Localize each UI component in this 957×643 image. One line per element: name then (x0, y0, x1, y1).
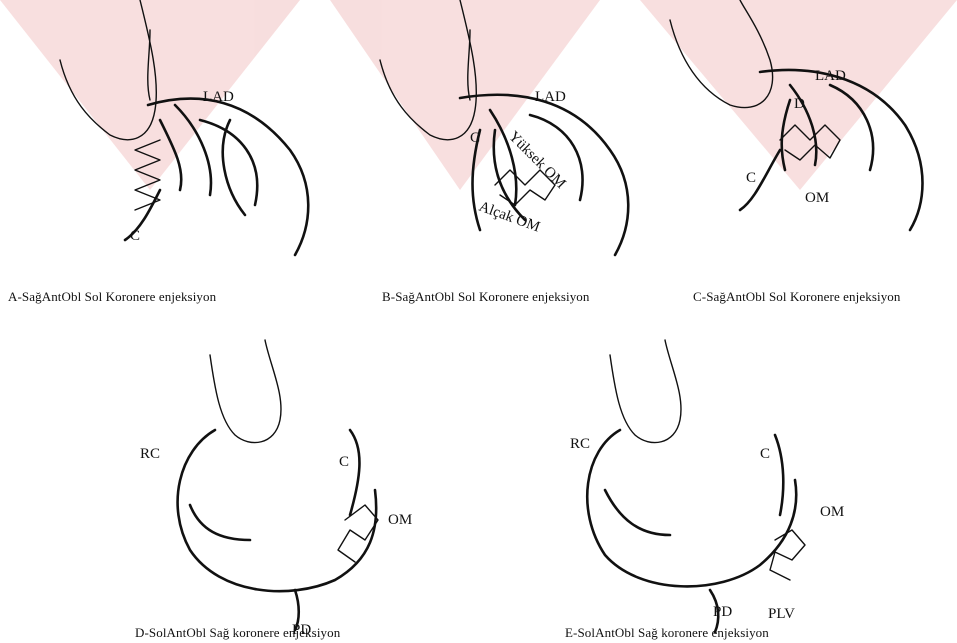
panel-c-label-d: D (794, 96, 805, 112)
panel-d: RC C OM PD D-SolAntObl Sağ koronere enje… (120, 340, 450, 643)
panel-a-caption: A-SağAntObl Sol Koronere enjeksiyon (8, 289, 216, 305)
panel-b-label-c: C (470, 130, 480, 146)
panel-b-label-lad: LAD (535, 89, 566, 105)
panel-e-label-om: OM (820, 504, 844, 520)
panel-d-drawing: RC C OM PD (120, 340, 450, 643)
panel-e-label-rc: RC (570, 436, 590, 452)
panel-d-label-om: OM (388, 512, 412, 528)
panel-b-caption: B-SağAntObl Sol Koronere enjeksiyon (382, 289, 590, 305)
panel-c-label-c: C (746, 170, 756, 186)
panel-a: LAD C A-SağAntObl Sol Koronere enjeksiyo… (0, 0, 320, 310)
panel-b-drawing: LAD C Yüksek OM Alçak OM (330, 0, 660, 310)
panel-b: LAD C Yüksek OM Alçak OM B-SağAntObl Sol… (330, 0, 660, 310)
panel-c-caption: C-SağAntObl Sol Koronere enjeksiyon (693, 289, 901, 305)
panel-c-drawing: LAD D C OM (660, 0, 957, 310)
panel-e-drawing: RC C OM PD PLV (560, 340, 880, 643)
panel-b-label-yuksek-om: Yüksek OM (505, 129, 568, 192)
panel-a-drawing: LAD C (0, 0, 320, 310)
panel-d-caption: D-SolAntObl Sağ koronere enjeksiyon (135, 625, 340, 641)
panel-c-label-om: OM (805, 190, 829, 206)
panel-e-label-pd: PD (713, 604, 732, 620)
panel-e: RC C OM PD PLV E-SolAntObl Sağ koronere … (560, 340, 880, 643)
panel-e-caption: E-SolAntObl Sağ koronere enjeksiyon (565, 625, 769, 641)
panel-b-label-alcak-om: Alçak OM (477, 199, 542, 236)
panel-e-label-plv: PLV (768, 606, 795, 622)
panel-c: LAD D C OM C-SağAntObl Sol Koronere enje… (660, 0, 957, 310)
panel-d-label-c: C (339, 454, 349, 470)
panel-e-label-c: C (760, 446, 770, 462)
panel-a-label-lad: LAD (203, 89, 234, 105)
panel-c-label-lad: LAD (815, 68, 846, 84)
panel-d-label-rc: RC (140, 446, 160, 462)
panel-a-label-c: C (130, 228, 140, 244)
